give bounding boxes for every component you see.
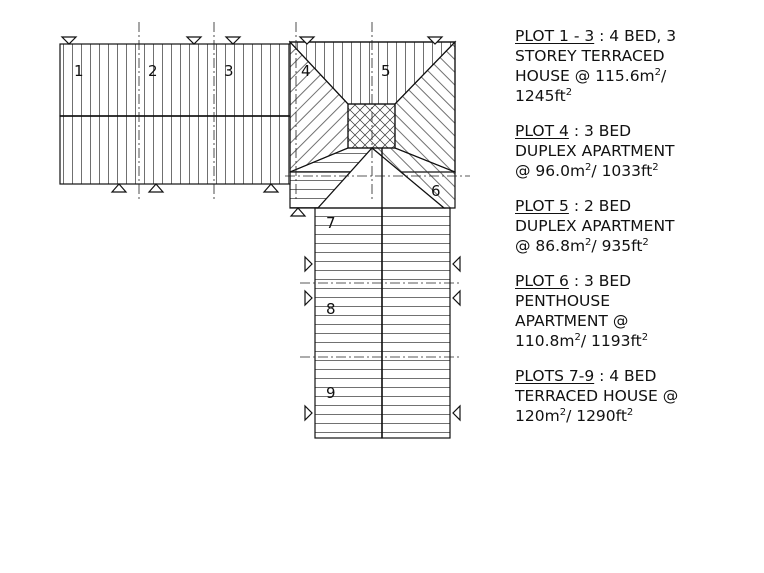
- legend-line: TERRACED HOUSE @: [515, 386, 760, 406]
- plot-number-9: 9: [326, 384, 336, 402]
- legend-line: PLOTS 7-9 : 4 BED: [515, 366, 760, 386]
- superscript: 2: [652, 162, 659, 173]
- legend-text: STOREY TERRACED: [515, 47, 665, 65]
- plot-numbers: 1 2 3 4 5 6 7 8 9: [74, 62, 441, 402]
- plot-number-8: 8: [326, 300, 336, 318]
- plot-number-5: 5: [381, 62, 391, 80]
- legend-line: 1245ft2: [515, 86, 760, 106]
- legend-line: STOREY TERRACED: [515, 46, 760, 66]
- superscript: 2: [565, 87, 573, 98]
- rooflight: [347, 103, 396, 149]
- superscript: 2: [626, 407, 634, 418]
- legend-text: 1245ft: [515, 87, 566, 105]
- legend-text: DUPLEX APARTMENT: [515, 142, 675, 160]
- plot-label: PLOT 4: [515, 122, 569, 140]
- superscript: 2: [559, 407, 567, 418]
- terrace-block-7-9: [314, 148, 451, 439]
- legend-text: : 3 BED: [568, 272, 632, 290]
- plot-number-1: 1: [74, 62, 84, 80]
- plot-label: PLOT 5: [515, 197, 569, 215]
- legend-text: : 2 BED: [568, 197, 632, 215]
- legend-text: HOUSE @ 115.6m: [515, 67, 655, 85]
- legend-line: DUPLEX APARTMENT: [515, 216, 760, 236]
- legend-text: : 3 BED: [568, 122, 632, 140]
- legend-line: PLOT 1 - 3 : 4 BED, 3: [515, 26, 760, 46]
- superscript: 2: [642, 237, 649, 248]
- plot-number-6: 6: [431, 182, 441, 200]
- plot-4-5-roof: [288, 40, 457, 173]
- legend-text: DUPLEX APARTMENT: [515, 217, 675, 235]
- legend-text: / 1193ft: [580, 332, 642, 350]
- plot-label: PLOT 6: [515, 272, 569, 290]
- legend-text: TERRACED HOUSE @: [515, 387, 679, 405]
- plot-number-3: 3: [224, 62, 234, 80]
- terrace-block-1-3: [59, 43, 291, 185]
- superscript: 2: [574, 332, 581, 343]
- legend-line: APARTMENT @: [515, 311, 760, 331]
- legend-line: PLOT 6 : 3 BED: [515, 271, 760, 291]
- plot-number-2: 2: [148, 62, 158, 80]
- legend-line: @ 86.8m2/ 935ft2: [515, 236, 760, 256]
- legend-line: 120m2/ 1290ft2: [515, 406, 760, 426]
- legend-text: : 4 BED: [594, 367, 657, 385]
- superscript: 2: [641, 332, 649, 343]
- legend-line: 110.8m2/ 1193ft2: [515, 331, 760, 351]
- plot-6-roof: [289, 147, 456, 209]
- legend-text: PENTHOUSE: [515, 292, 611, 310]
- legend-text: APARTMENT @: [515, 312, 629, 330]
- superscript: 2: [654, 67, 662, 78]
- plot-number-4: 4: [301, 62, 311, 80]
- superscript: 2: [585, 237, 592, 248]
- plot-number-7: 7: [326, 214, 336, 232]
- superscript: 2: [585, 162, 592, 173]
- legend-text: 120m: [515, 407, 560, 425]
- legend-text: : 4 BED, 3: [594, 27, 677, 45]
- legend-line: DUPLEX APARTMENT: [515, 141, 760, 161]
- plot-label: PLOTS 7-9: [515, 367, 595, 385]
- legend-text: @ 86.8m: [515, 237, 586, 255]
- legend-text: / 1290ft: [566, 407, 627, 425]
- entrance-markers: [60, 36, 461, 422]
- roof-plan: 1 2 3 4 5 6 7 8 9: [59, 22, 470, 439]
- legend-line: HOUSE @ 115.6m2/: [515, 66, 760, 86]
- legend-line: PLOT 4 : 3 BED: [515, 121, 760, 141]
- legend-line: PLOT 5 : 2 BED: [515, 196, 760, 216]
- legend-text: @ 96.0m: [515, 162, 586, 180]
- legend-text: 110.8m: [515, 332, 575, 350]
- legend-line: PENTHOUSE: [515, 291, 760, 311]
- party-wall-lines: [138, 22, 470, 358]
- legend-text: / 935ft: [591, 237, 643, 255]
- legend-line: @ 96.0m2/ 1033ft2: [515, 161, 760, 181]
- plot-label: PLOT 1 - 3: [515, 27, 595, 45]
- legend-text: /: [661, 67, 667, 85]
- legend-text: / 1033ft: [591, 162, 653, 180]
